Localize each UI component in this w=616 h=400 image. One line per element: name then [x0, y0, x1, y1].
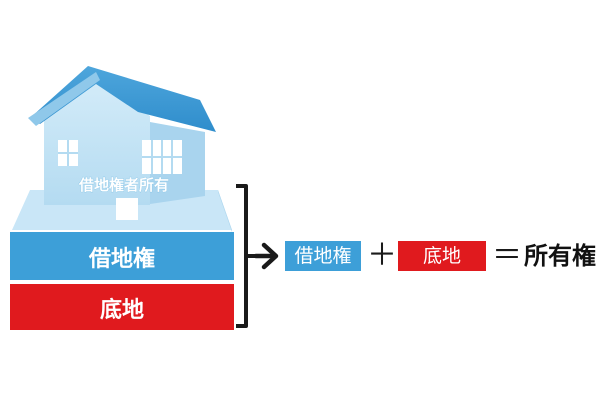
leasehold-layer: 借地権 [10, 232, 234, 280]
leasehold-label: 借地権 [88, 246, 155, 272]
equation-leasehold-box [285, 241, 361, 271]
arrow-right-icon [253, 242, 279, 270]
land-layer: 底地 [10, 284, 234, 330]
house-label: 借地権者所有 [78, 176, 169, 194]
equation-term-land: 底地 [422, 245, 461, 267]
equation-land-box [398, 241, 486, 271]
equation-result: 所有権 [524, 242, 596, 270]
equals-sign: ＝ [492, 238, 522, 273]
equation-term-leasehold: 借地権 [294, 245, 352, 267]
bracket [236, 184, 256, 328]
house-illustration: 借地権者所有 [28, 66, 216, 220]
land-label: 底地 [100, 297, 144, 323]
door-icon [116, 198, 138, 220]
window-icon [142, 140, 182, 174]
window-icon [58, 140, 78, 166]
plus-sign: ＋ [367, 238, 397, 273]
